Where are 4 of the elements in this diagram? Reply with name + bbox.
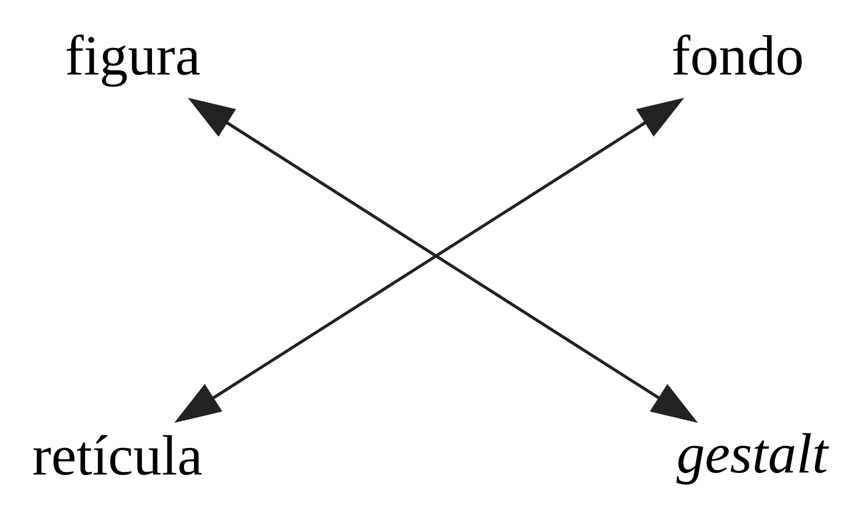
node-text: gestalt	[676, 422, 828, 485]
node-text: fondo	[671, 24, 804, 88]
node-text: figura	[64, 24, 200, 88]
node-text: retícula	[32, 424, 203, 487]
